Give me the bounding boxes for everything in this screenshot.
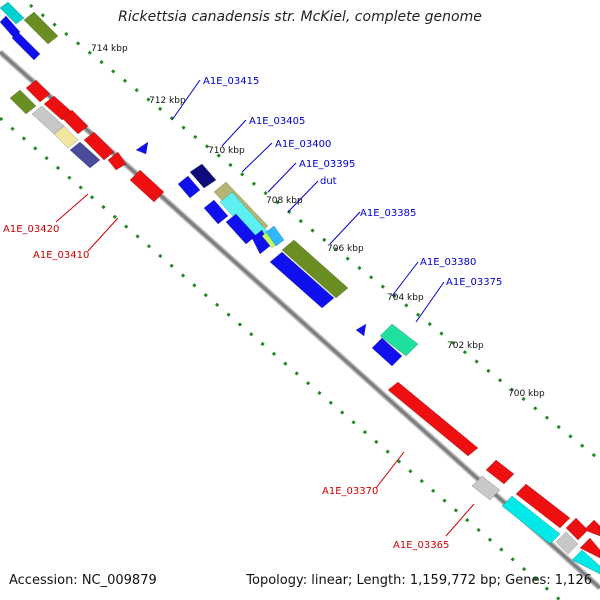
map-title: Rickettsia canadensis str. McKiel, compl… [118, 9, 482, 25]
gene-block [203, 199, 229, 225]
gene-block [355, 323, 367, 337]
kbp-label-712: 712 kbp [149, 96, 186, 106]
kbp-label-700: 700 kbp [508, 389, 545, 399]
gene-block [471, 475, 501, 501]
accession-label: Accession: NC_009879 [9, 573, 157, 588]
reverse-leader-lines [55, 193, 475, 537]
reverse-genes[interactable] [9, 79, 600, 575]
gene-block [281, 239, 349, 299]
kbp-label-704: 704 kbp [387, 293, 424, 303]
gene-block [11, 31, 41, 61]
gene-block [387, 381, 479, 457]
forward-genes[interactable] [0, 1, 419, 367]
forward-gene-labels: A1E_03415 A1E_03405 A1E_03400 A1E_03395 … [203, 76, 502, 288]
gene-block [269, 251, 335, 309]
gene-block [9, 89, 37, 115]
gene-block [571, 549, 600, 575]
gene-block [107, 151, 127, 171]
gene-label: A1E_03380 [420, 257, 476, 268]
gene-block [251, 229, 271, 255]
gene-label: A1E_03415 [203, 76, 259, 87]
gene-block [265, 225, 285, 247]
kbp-label-702: 702 kbp [447, 341, 484, 351]
gene-block [501, 495, 561, 545]
gene-block [379, 323, 419, 357]
gene-label: A1E_03365 [393, 540, 449, 551]
gene-block [129, 169, 165, 203]
kbp-tick-labels: 714 kbp 712 kbp 710 kbp 708 kbp 706 kbp … [91, 44, 545, 399]
gene-block [583, 519, 600, 537]
forward-leader-lines [171, 79, 445, 323]
gene-block [515, 483, 571, 529]
kbp-label-714: 714 kbp [91, 44, 128, 54]
gene-label: A1E_03375 [446, 277, 502, 288]
gene-label: A1E_03385 [360, 208, 416, 219]
gene-block [177, 175, 201, 199]
reverse-gene-labels: A1E_03420 A1E_03410 A1E_03370 A1E_03365 [3, 224, 449, 551]
gene-block [0, 1, 25, 25]
gene-block [485, 459, 515, 485]
gene-block [371, 337, 403, 367]
tick-tracks [0, 3, 600, 600]
gene-block [0, 15, 21, 39]
gene-block [83, 131, 115, 161]
gene-label: dut [320, 176, 337, 187]
gene-block [53, 125, 79, 149]
gene-block [23, 11, 59, 45]
gene-label: A1E_03410 [33, 250, 89, 261]
gene-block [135, 141, 149, 155]
gene-block [61, 109, 89, 135]
kbp-label-708: 708 kbp [266, 196, 303, 206]
kbp-label-706: 706 kbp [327, 244, 364, 254]
gene-label: A1E_03395 [299, 159, 355, 170]
gene-label: A1E_03405 [249, 116, 305, 127]
gene-label: A1E_03400 [275, 139, 331, 150]
gene-block [189, 163, 217, 189]
gene-block [579, 537, 600, 559]
gene-block [25, 79, 51, 103]
topology-info: Topology: linear; Length: 1,159,772 bp; … [246, 573, 592, 588]
gene-block [69, 141, 101, 169]
gene-label: A1E_03420 [3, 224, 59, 235]
gene-label: A1E_03370 [322, 486, 378, 497]
gene-block [555, 531, 579, 555]
kbp-label-710: 710 kbp [208, 146, 245, 156]
